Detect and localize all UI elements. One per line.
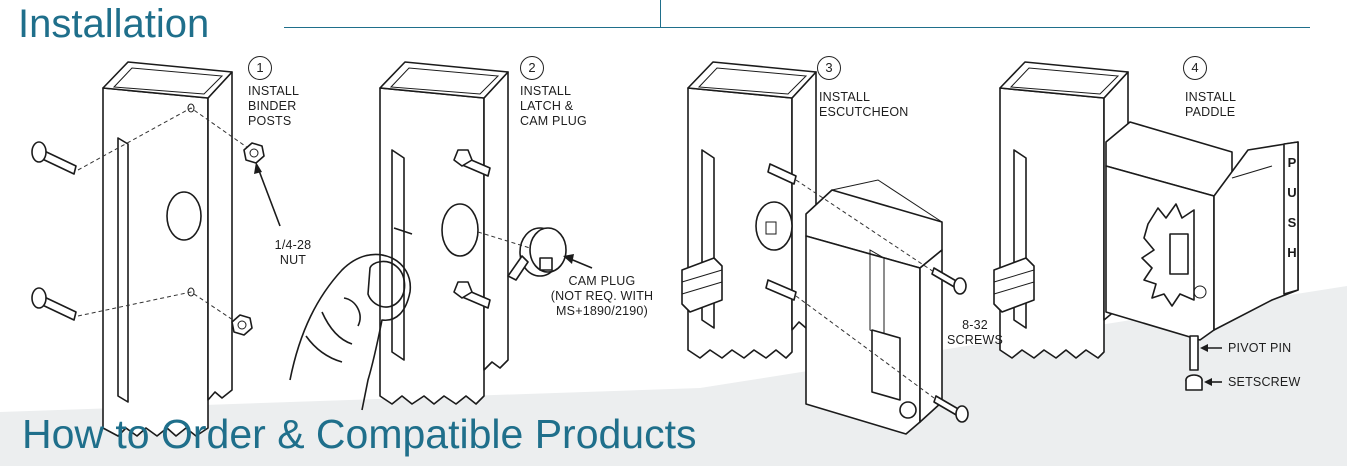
step-2-illustration (289, 61, 593, 411)
paddle-letter-p: P (1287, 155, 1297, 170)
step-1-label: INSTALL BINDER POSTS (248, 84, 300, 128)
paddle-letter-h: H (1287, 245, 1297, 260)
step-1-illustration (31, 61, 281, 437)
heading-rule-left (284, 27, 660, 28)
step-4-number: 4 (1183, 56, 1207, 80)
installation-heading: Installation (18, 2, 210, 46)
step-3-number: 3 (817, 56, 841, 80)
setscrew-callout: SETSCREW (1228, 375, 1301, 389)
screws-callout: 8-32 SCREWS (946, 318, 1004, 347)
step-2-label: INSTALL LATCH & CAM PLUG (520, 84, 587, 128)
paddle-letter-s: S (1287, 215, 1297, 230)
step-2-number: 2 (520, 56, 544, 80)
step-4-illustration (993, 61, 1299, 391)
heading-rule-divider (660, 0, 661, 28)
cam-plug-callout: CAM PLUG (NOT REQ. WITH MS+1890/2190) (550, 274, 654, 318)
nut-callout: 1/4-28 NUT (274, 238, 312, 267)
how-to-order-heading: How to Order & Compatible Products (22, 411, 697, 457)
paddle-letter-u: U (1287, 185, 1297, 200)
step-4-label: INSTALL PADDLE (1185, 90, 1237, 119)
step-3-label: INSTALL ESCUTCHEON (819, 90, 909, 119)
pivot-pin-callout: PIVOT PIN (1228, 341, 1292, 355)
step-1-number: 1 (248, 56, 272, 80)
step-3-illustration (681, 61, 969, 435)
heading-rule-right (660, 27, 1310, 28)
